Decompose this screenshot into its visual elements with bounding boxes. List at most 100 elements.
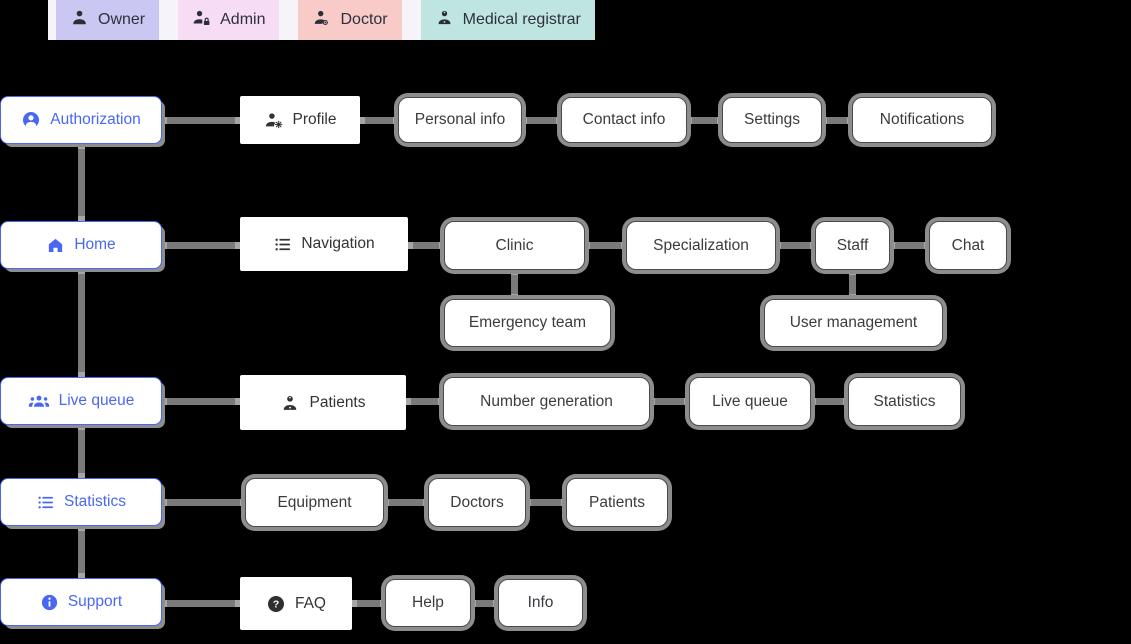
legend-label: Admin <box>220 11 266 28</box>
node-live-queue[interactable]: Live queue <box>0 377 162 425</box>
node-user-management[interactable]: User management <box>764 299 943 347</box>
node-help[interactable]: Help <box>385 579 471 627</box>
node-label: Info <box>527 594 554 611</box>
person-icon <box>70 8 89 32</box>
node-label: Navigation <box>301 235 375 252</box>
node-personal-info[interactable]: Personal info <box>398 97 522 143</box>
node-faq[interactable]: ? FAQ <box>240 577 352 630</box>
connector-spine <box>78 269 85 377</box>
node-label: Help <box>412 594 444 611</box>
connector <box>687 117 722 124</box>
info-icon <box>40 593 59 612</box>
legend-chip-registrar[interactable]: Medical registrar <box>420 0 595 40</box>
svg-text:?: ? <box>273 599 279 610</box>
connector <box>526 499 566 506</box>
node-equipment[interactable]: Equipment <box>245 478 384 527</box>
legend-label: Doctor <box>340 11 388 28</box>
node-label: Statistics <box>873 392 936 410</box>
node-notifications[interactable]: Notifications <box>852 97 992 143</box>
connector <box>352 600 385 607</box>
node-patients-sub[interactable]: Patients <box>566 478 668 527</box>
connector <box>162 499 245 506</box>
node-patients[interactable]: Patients <box>240 375 406 430</box>
node-label: Number generation <box>480 392 613 410</box>
connector <box>822 117 852 124</box>
node-label: Home <box>74 236 116 253</box>
node-label: User management <box>789 314 918 331</box>
legend-chip-doctor[interactable]: Doctor <box>298 0 402 40</box>
node-home[interactable]: Home <box>0 221 162 269</box>
node-live-queue-sub[interactable]: Live queue <box>689 377 811 426</box>
person-lock-icon <box>192 8 211 32</box>
connector <box>406 398 443 405</box>
node-info[interactable]: Info <box>498 579 583 627</box>
node-label: Settings <box>743 111 800 128</box>
node-label: Contact info <box>582 111 666 128</box>
person-badge-icon <box>280 393 300 413</box>
node-contact-info[interactable]: Contact info <box>561 97 687 143</box>
node-label: Emergency team <box>468 314 587 331</box>
connector <box>511 270 518 299</box>
node-label: Live queue <box>58 392 135 409</box>
node-label: Statistics <box>63 493 126 510</box>
connector <box>776 242 815 249</box>
connector <box>162 600 240 607</box>
node-support[interactable]: Support <box>0 578 162 626</box>
node-statistics[interactable]: Statistics <box>0 478 162 526</box>
node-label: Personal info <box>414 111 506 128</box>
legend-label: Medical registrar <box>462 11 581 28</box>
connector <box>162 242 240 249</box>
connector <box>408 242 444 249</box>
list-icon <box>36 493 55 512</box>
legend-chip-admin[interactable]: Admin <box>178 0 280 40</box>
connector <box>522 117 561 124</box>
connector <box>650 398 689 405</box>
connector <box>811 398 848 405</box>
node-authorization[interactable]: Authorization <box>0 96 162 144</box>
node-label: Authorization <box>50 111 141 128</box>
account-circle-icon <box>21 110 41 130</box>
connector <box>585 242 626 249</box>
connector <box>384 499 428 506</box>
node-doctors[interactable]: Doctors <box>428 478 526 527</box>
node-label: Live queue <box>712 392 788 410</box>
node-label: FAQ <box>294 594 326 612</box>
node-label: Profile <box>292 111 337 128</box>
node-settings[interactable]: Settings <box>722 97 822 143</box>
node-statistics-sub[interactable]: Statistics <box>848 377 961 426</box>
node-label: Patients <box>309 393 366 411</box>
home-icon <box>46 236 65 255</box>
node-staff[interactable]: Staff <box>815 221 890 270</box>
node-label: Patients <box>588 493 645 511</box>
connector-spine <box>78 144 85 221</box>
connector <box>471 600 498 607</box>
person-stethoscope-icon <box>312 8 331 32</box>
node-label: Equipment <box>277 493 352 511</box>
role-legend: Owner Admin Doctor Medical registrar <box>48 0 595 40</box>
legend-chip-owner[interactable]: Owner <box>56 0 160 40</box>
node-profile[interactable]: Profile <box>240 96 360 144</box>
node-label: Chat <box>951 236 985 254</box>
node-label: Support <box>67 593 123 610</box>
node-navigation[interactable]: Navigation <box>240 217 408 271</box>
connector <box>890 242 929 249</box>
connector-spine <box>78 526 85 578</box>
manage-accounts-icon <box>264 110 284 130</box>
node-label: Clinic <box>495 236 534 254</box>
connector-spine <box>78 425 85 478</box>
node-label: Staff <box>836 236 869 254</box>
connector <box>849 270 856 299</box>
node-label: Notifications <box>879 111 965 128</box>
node-chat[interactable]: Chat <box>929 221 1007 270</box>
node-clinic[interactable]: Clinic <box>444 221 585 270</box>
connector <box>162 398 240 405</box>
groups-icon <box>28 390 50 412</box>
connector <box>162 117 240 124</box>
node-label: Specialization <box>653 236 749 254</box>
node-number-generation[interactable]: Number generation <box>443 377 650 426</box>
node-specialization[interactable]: Specialization <box>626 221 776 270</box>
help-icon: ? <box>266 594 286 614</box>
list-icon <box>273 235 292 254</box>
connector <box>360 117 398 124</box>
node-emergency-team[interactable]: Emergency team <box>444 299 611 347</box>
